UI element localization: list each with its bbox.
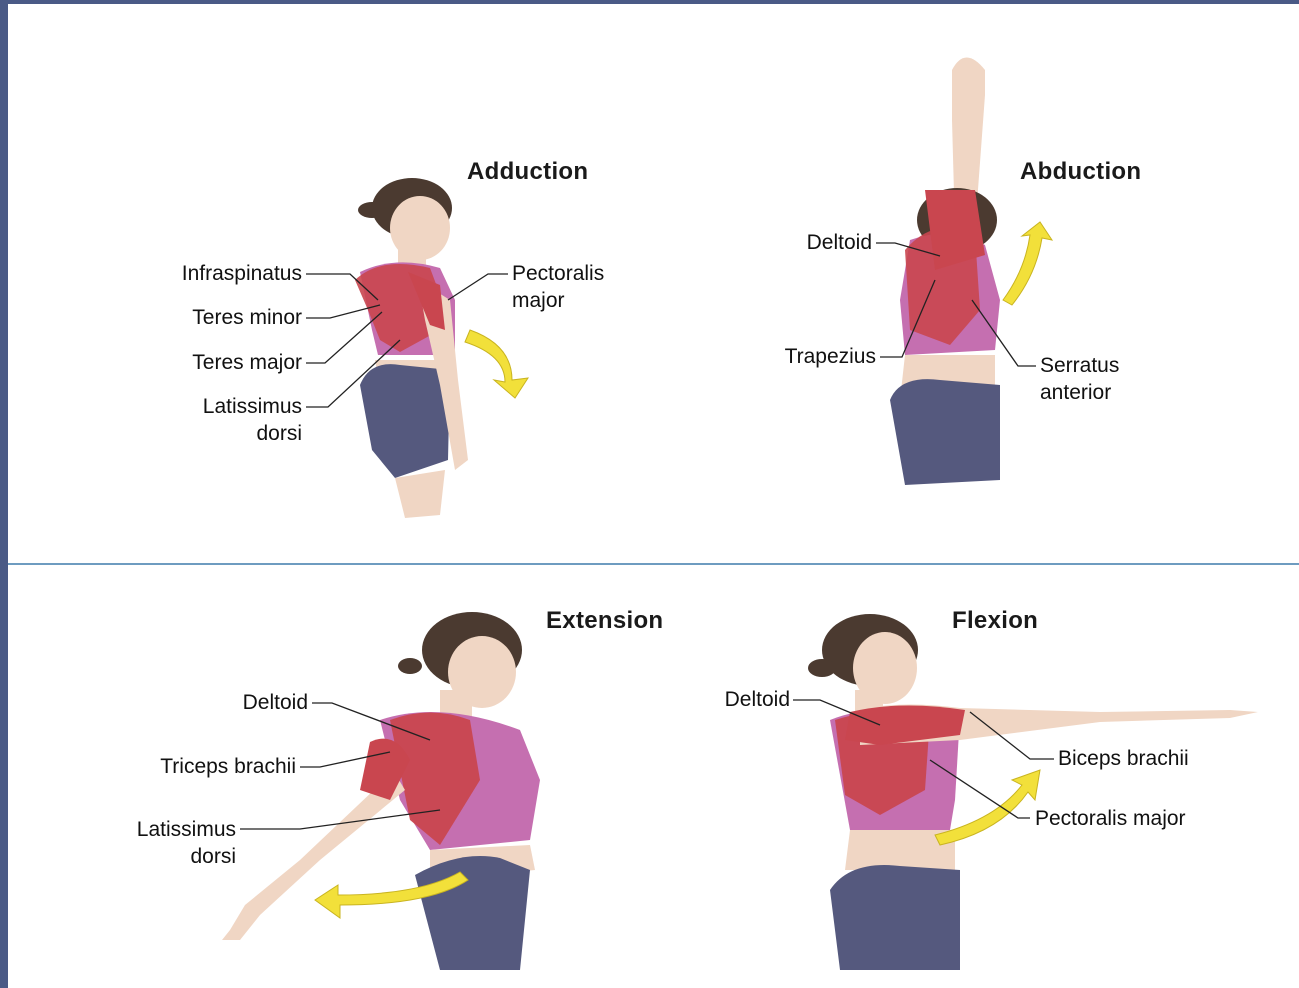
abduction-title: Abduction	[1020, 158, 1141, 186]
label-latissimus-2: dorsi	[100, 421, 302, 447]
label-deltoid-extension: Deltoid	[100, 690, 308, 716]
label-infraspinatus: Infraspinatus	[100, 261, 302, 287]
label-serratus-1: Serratus	[1040, 353, 1119, 379]
label-teres-minor: Teres minor	[100, 305, 302, 331]
extension-title: Extension	[546, 607, 663, 635]
label-pectoralis-1: Pectoralis	[512, 261, 604, 287]
label-triceps: Triceps brachii	[60, 754, 296, 780]
label-latissimus-1: Latissimus	[100, 394, 302, 420]
flexion-title: Flexion	[952, 607, 1038, 635]
label-latissimus-ext-2: dorsi	[60, 844, 236, 870]
flexion-figure	[808, 614, 1258, 970]
extension-figure	[222, 612, 540, 970]
label-serratus-2: anterior	[1040, 380, 1111, 406]
label-deltoid-flexion: Deltoid	[640, 687, 790, 713]
label-latissimus-ext-1: Latissimus	[60, 817, 236, 843]
label-pectoralis-2: major	[512, 288, 565, 314]
abduction-figure	[890, 58, 1052, 486]
adduction-figure	[355, 178, 528, 518]
label-deltoid-abduction: Deltoid	[700, 230, 872, 256]
label-teres-major: Teres major	[100, 350, 302, 376]
adduction-title: Adduction	[467, 158, 588, 186]
label-pectoralis-flexion: Pectoralis major	[1035, 806, 1186, 832]
label-trapezius: Trapezius	[700, 344, 876, 370]
label-biceps: Biceps brachii	[1058, 746, 1189, 772]
